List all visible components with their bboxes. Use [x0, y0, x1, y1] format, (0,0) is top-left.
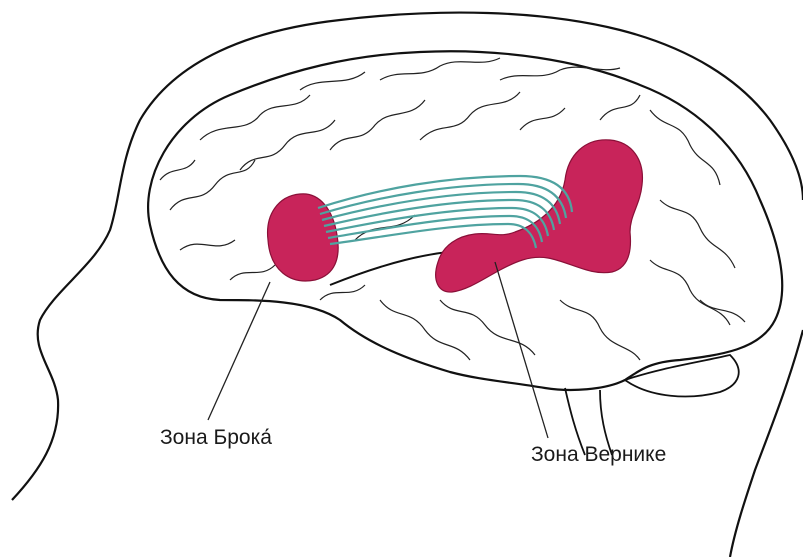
brain-outline	[148, 51, 782, 390]
broca-leader-line	[208, 282, 270, 420]
wernicke-area-label: Зона Вернике	[531, 444, 666, 465]
broca-area-label: Зона Брока́	[160, 427, 272, 448]
head-outline-back	[730, 330, 803, 557]
